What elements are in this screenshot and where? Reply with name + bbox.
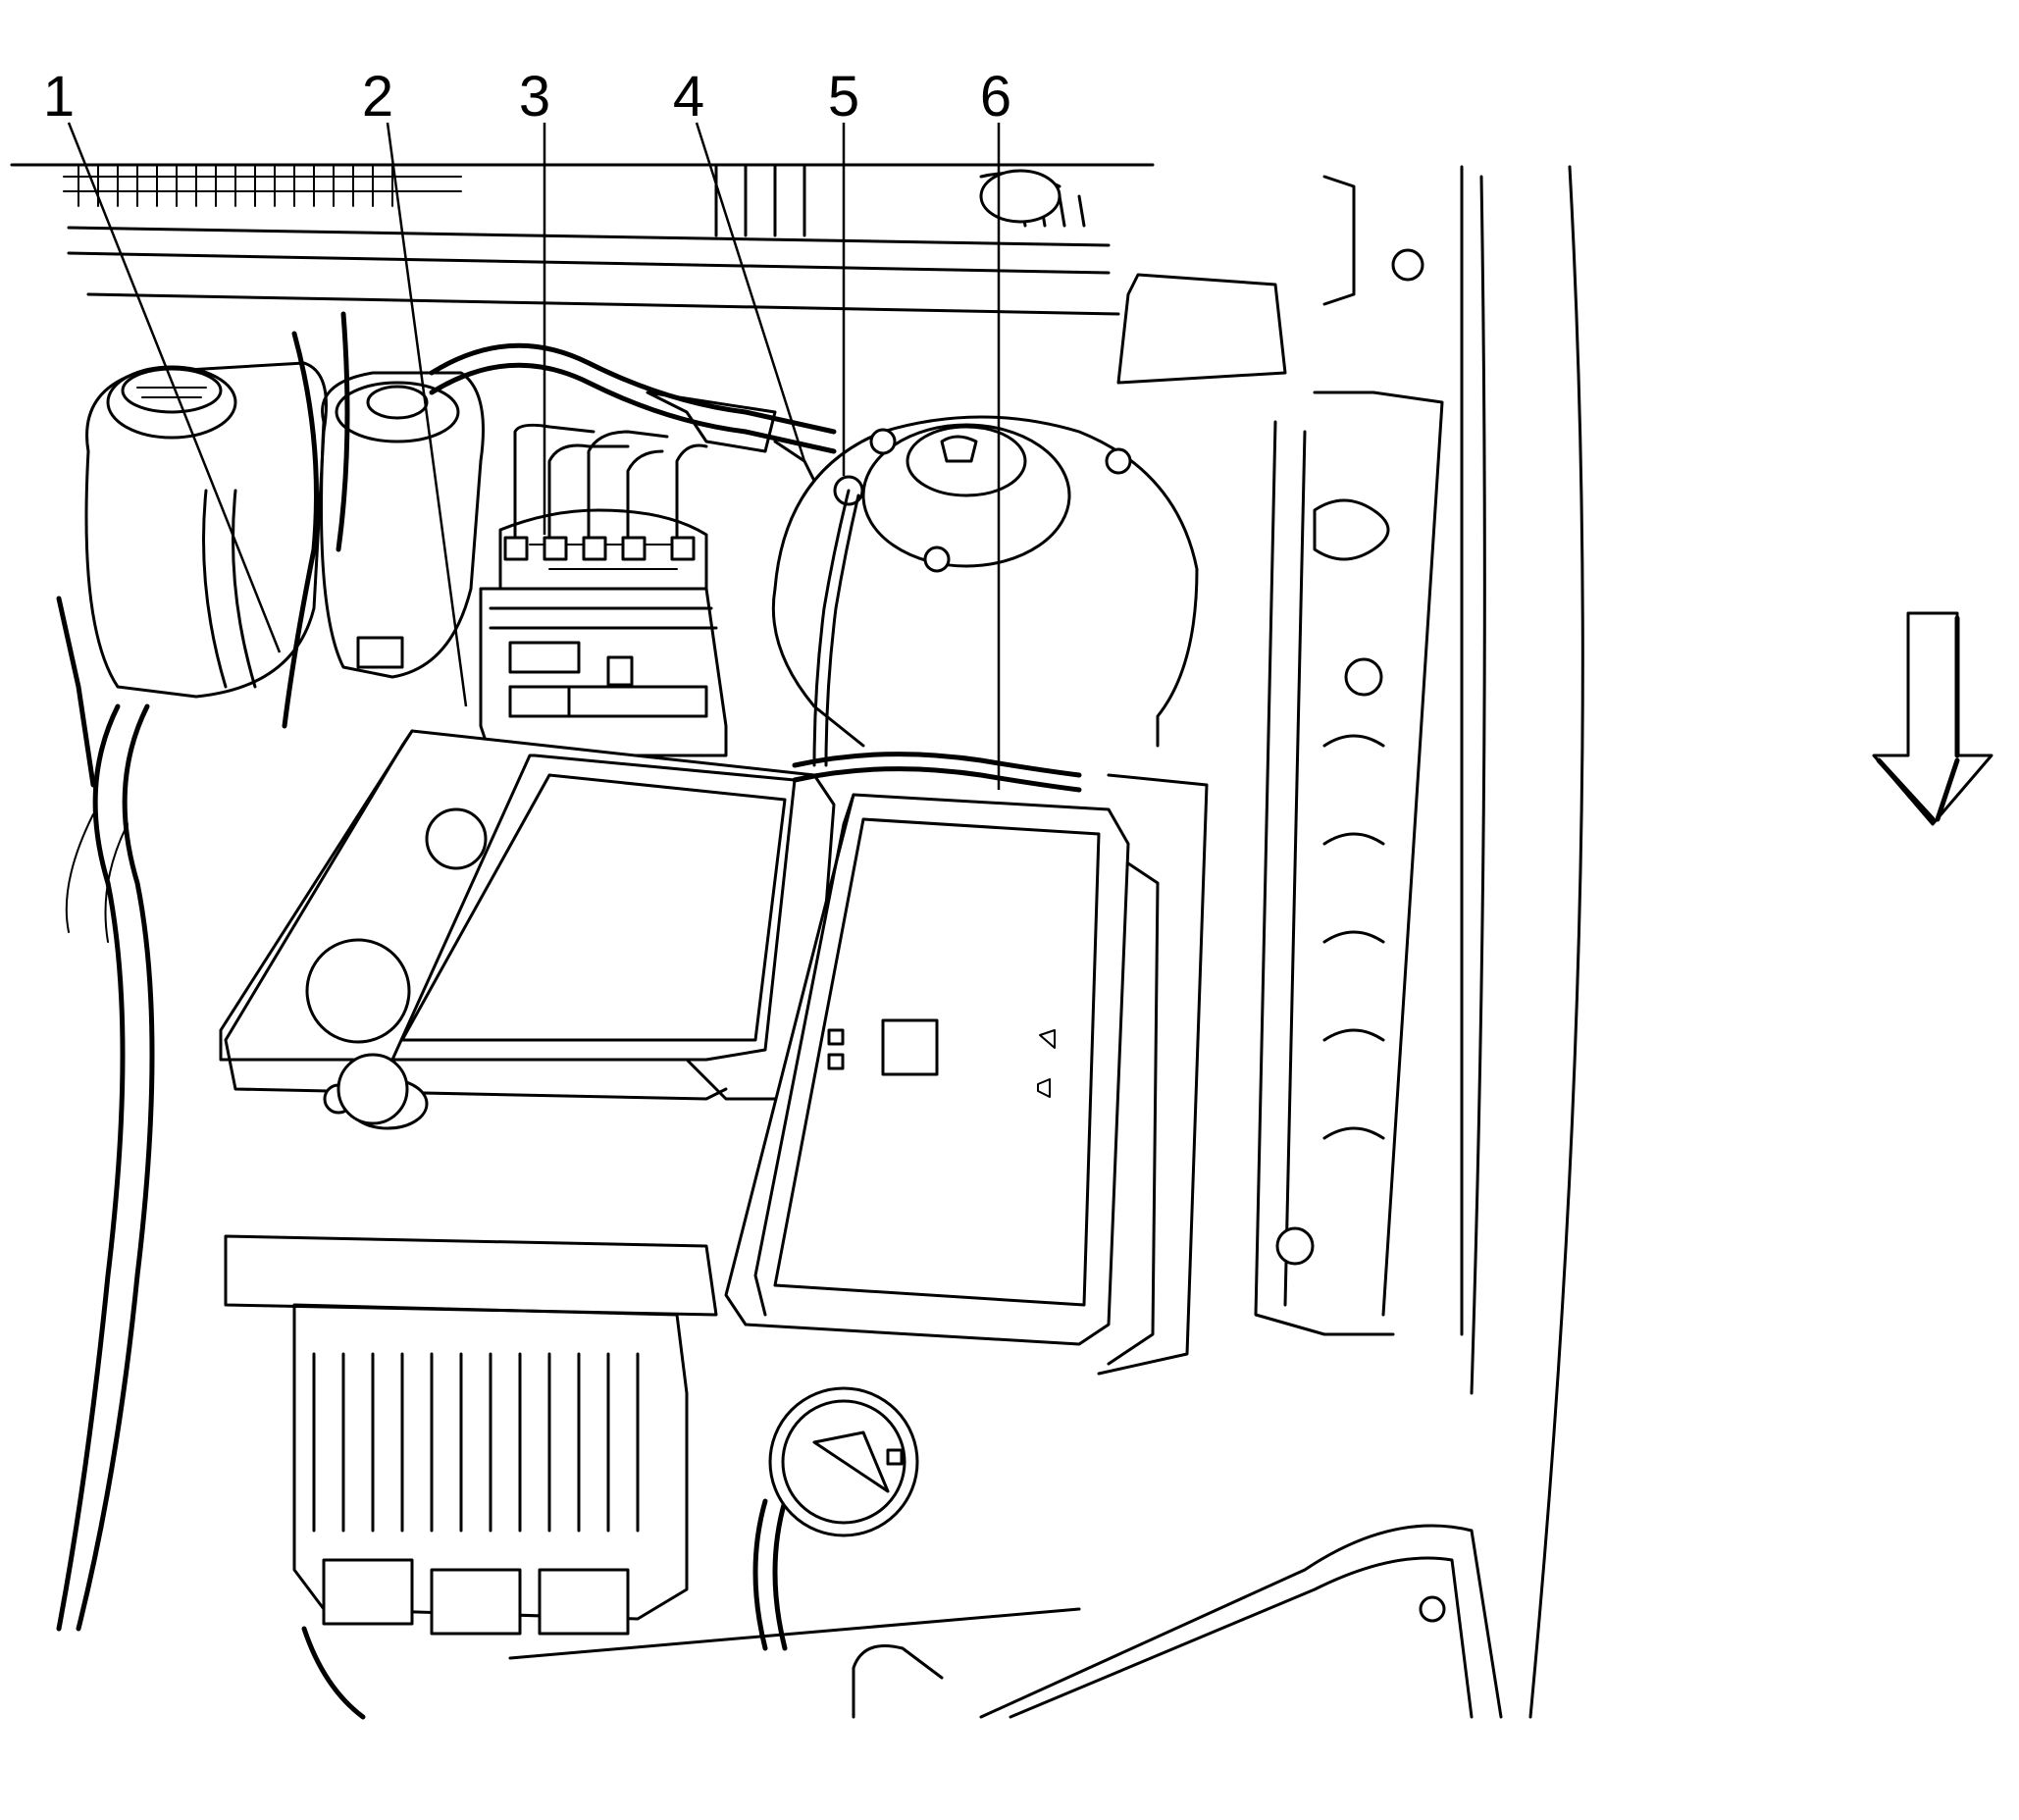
- callout-5: 5: [828, 65, 859, 129]
- hoses-left: [56, 311, 350, 1632]
- cowl-panel: [10, 163, 1155, 316]
- leader-4: [695, 122, 806, 462]
- ground-wire: [812, 489, 860, 767]
- callout-2: 2: [362, 65, 393, 129]
- washer-fluid-cap: [768, 1386, 919, 1537]
- coolant-reservoir: [84, 361, 328, 699]
- callout-4: 4: [673, 65, 704, 129]
- fender-arch: [508, 1524, 1503, 1719]
- down-arrow-icon: [1872, 611, 1993, 826]
- callout-1: 1: [43, 65, 75, 129]
- wiring-harness-upper: [429, 342, 837, 483]
- callout-leaders: [67, 122, 1001, 790]
- fender-rail: [1116, 165, 1584, 1719]
- engine-control-module: [224, 1234, 718, 1636]
- wiring-harness-lower: [301, 752, 1082, 1720]
- callout-labels: 1 2 3 4 5 6: [43, 65, 1011, 129]
- abs-modulator: [479, 423, 728, 757]
- leader-1: [67, 122, 282, 653]
- callout-3: 3: [519, 65, 550, 129]
- strut-tower: [771, 415, 1199, 748]
- leader-2: [386, 122, 468, 707]
- battery: [219, 729, 836, 1130]
- fuse-block: [724, 773, 1209, 1376]
- callout-6: 6: [980, 65, 1011, 129]
